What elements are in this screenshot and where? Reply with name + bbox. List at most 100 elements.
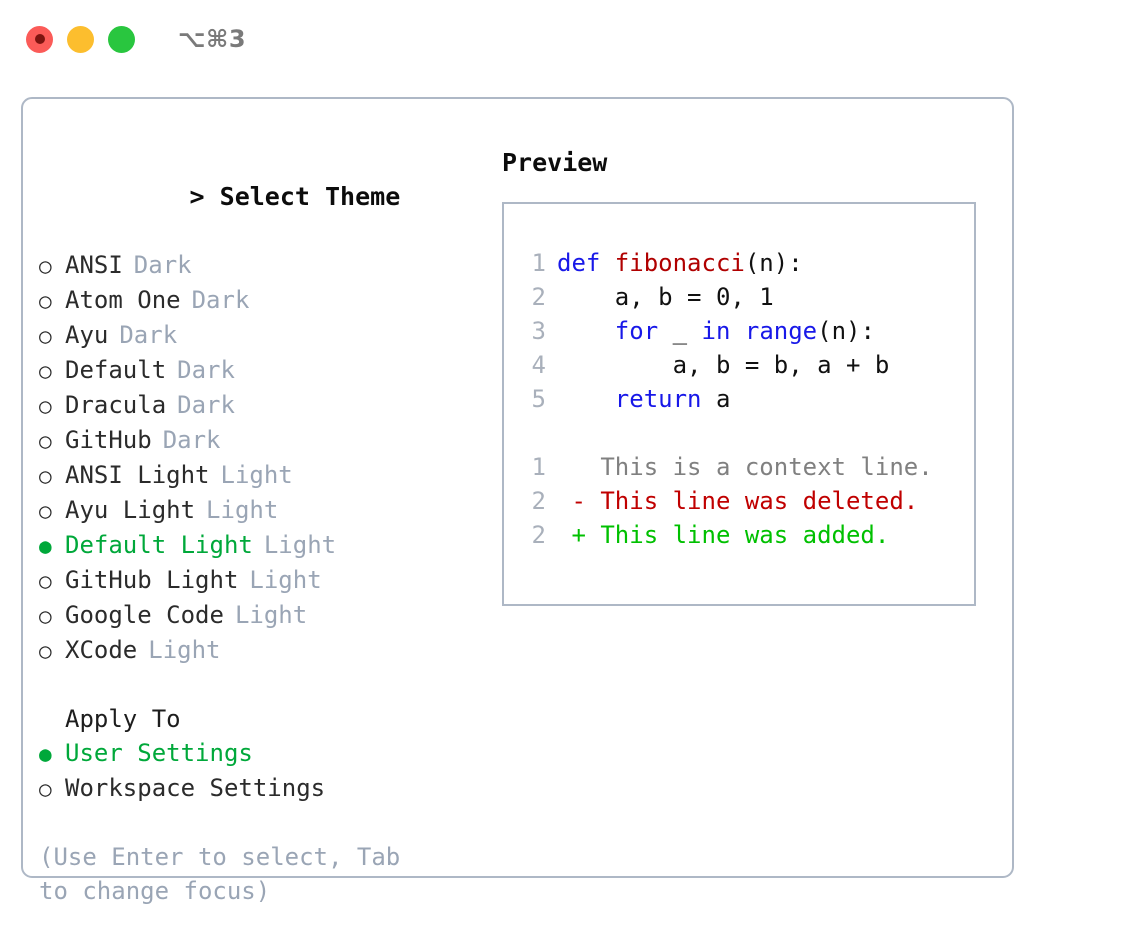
line-content: + This line was added. (557, 518, 889, 552)
radio-unselected-icon: ○ (39, 359, 52, 383)
theme-list-header: > Select Theme (39, 146, 479, 248)
theme-option-label: Atom One (65, 286, 181, 314)
maximize-window-button[interactable] (108, 25, 135, 53)
radio-unselected-icon: ○ (39, 289, 52, 313)
header-marker: > (189, 182, 205, 211)
radio-unselected-icon: ○ (39, 429, 52, 453)
code-token: - This line was deleted. (557, 487, 919, 515)
radio-unselected-icon: ○ (39, 499, 52, 523)
line-number: 4 (531, 351, 546, 379)
theme-option-label: XCode (65, 636, 138, 664)
code-line: 1 def fibonacci(n): (516, 246, 974, 280)
code-line: 2 a, b = 0, 1 (516, 280, 974, 314)
line-content: a, b = 0, 1 (557, 280, 774, 314)
radio-unselected-icon: ○ (39, 394, 52, 418)
page-title: Select Theme (219, 182, 401, 211)
theme-option[interactable]: ○ Ayu Dark (39, 318, 479, 353)
code-token: return (614, 385, 702, 413)
theme-option[interactable]: ○ Default Dark (39, 353, 479, 388)
code-token (557, 317, 615, 345)
code-token: def (557, 249, 615, 277)
apply-to-option[interactable]: ○ Workspace Settings (39, 771, 479, 806)
theme-option-label: ANSI Light (65, 461, 210, 489)
code-diff-gap (516, 416, 974, 450)
theme-variant-badge: Dark (133, 251, 192, 279)
hint-gap (39, 806, 479, 840)
line-number: 1 (531, 453, 546, 481)
list-gap (39, 668, 479, 702)
line-content: a, b = b, a + b (557, 348, 890, 382)
code-token: + This line was added. (557, 521, 890, 549)
code-token: fibonacci (614, 249, 745, 277)
radio-unselected-icon: ○ (39, 639, 52, 663)
theme-option-label: Ayu (65, 321, 109, 349)
theme-option-label: Default Light (65, 531, 253, 559)
code-token: range (744, 317, 818, 345)
radio-unselected-icon: ○ (39, 324, 52, 348)
code-token: a (701, 385, 731, 413)
theme-option-label: GitHub (65, 426, 152, 454)
code-token: _ (658, 317, 702, 345)
theme-variant-badge: Light (249, 566, 322, 594)
code-token (730, 317, 744, 345)
line-number: 2 (531, 487, 546, 515)
line-number: 2 (531, 521, 546, 549)
theme-variant-badge: Dark (177, 356, 235, 384)
keyboard-shortcut-label: ⌥⌘3 (178, 25, 247, 53)
diff-sample: 1 This is a context line. 2 - This line w… (516, 450, 974, 552)
code-token: a, b = b, a + b (557, 351, 890, 379)
code-token: a, b = 0, 1 (557, 283, 774, 311)
keyboard-hint-text: (Use Enter to select, Tab to change focu… (39, 843, 415, 905)
line-number: 5 (531, 385, 546, 413)
radio-unselected-icon: ○ (39, 777, 52, 801)
preview-title: Preview (502, 148, 608, 177)
close-window-button[interactable] (26, 25, 53, 53)
apply-to-option[interactable]: ● User Settings (39, 736, 479, 771)
theme-variant-badge: Light (206, 496, 279, 524)
line-content: def fibonacci(n): (557, 246, 803, 280)
line-content: - This line was deleted. (557, 484, 918, 518)
radio-selected-icon: ● (39, 742, 52, 766)
theme-variant-badge: Light (220, 461, 293, 489)
radio-unselected-icon: ○ (39, 569, 52, 593)
theme-option[interactable]: ○ GitHub Light Light (39, 563, 479, 598)
theme-option-label: GitHub Light (65, 566, 239, 594)
line-number: 1 (531, 249, 546, 277)
code-token (557, 385, 615, 413)
theme-option[interactable]: ○ Dracula Dark (39, 388, 479, 423)
apply-to-option-label: User Settings (65, 739, 253, 767)
apply-to-option-label: Workspace Settings (65, 774, 326, 802)
theme-variant-badge: Dark (162, 426, 221, 454)
line-content: This is a context line. (557, 450, 932, 484)
minimize-window-button[interactable] (67, 25, 94, 53)
theme-option-label: Dracula (65, 391, 167, 419)
theme-option-label: Default (65, 356, 167, 384)
theme-variant-badge: Dark (119, 321, 178, 349)
code-line: 4 a, b = b, a + b (516, 348, 974, 382)
diff-line: 1 This is a context line. (516, 450, 974, 484)
code-token: (n): (817, 317, 875, 345)
theme-option-label: ANSI (65, 251, 123, 279)
window-controls (26, 25, 135, 53)
code-token: in (701, 317, 731, 345)
theme-option-label: Google Code (65, 601, 224, 629)
theme-variant-badge: Dark (177, 391, 235, 419)
line-content: return a (557, 382, 731, 416)
apply-to-list: ● User Settings ○ Workspace Settings (39, 736, 479, 806)
theme-variant-badge: Light (234, 601, 308, 629)
theme-option[interactable]: ○ GitHub Dark (39, 423, 479, 458)
title-bar: ⌥⌘3 (0, 0, 1140, 78)
